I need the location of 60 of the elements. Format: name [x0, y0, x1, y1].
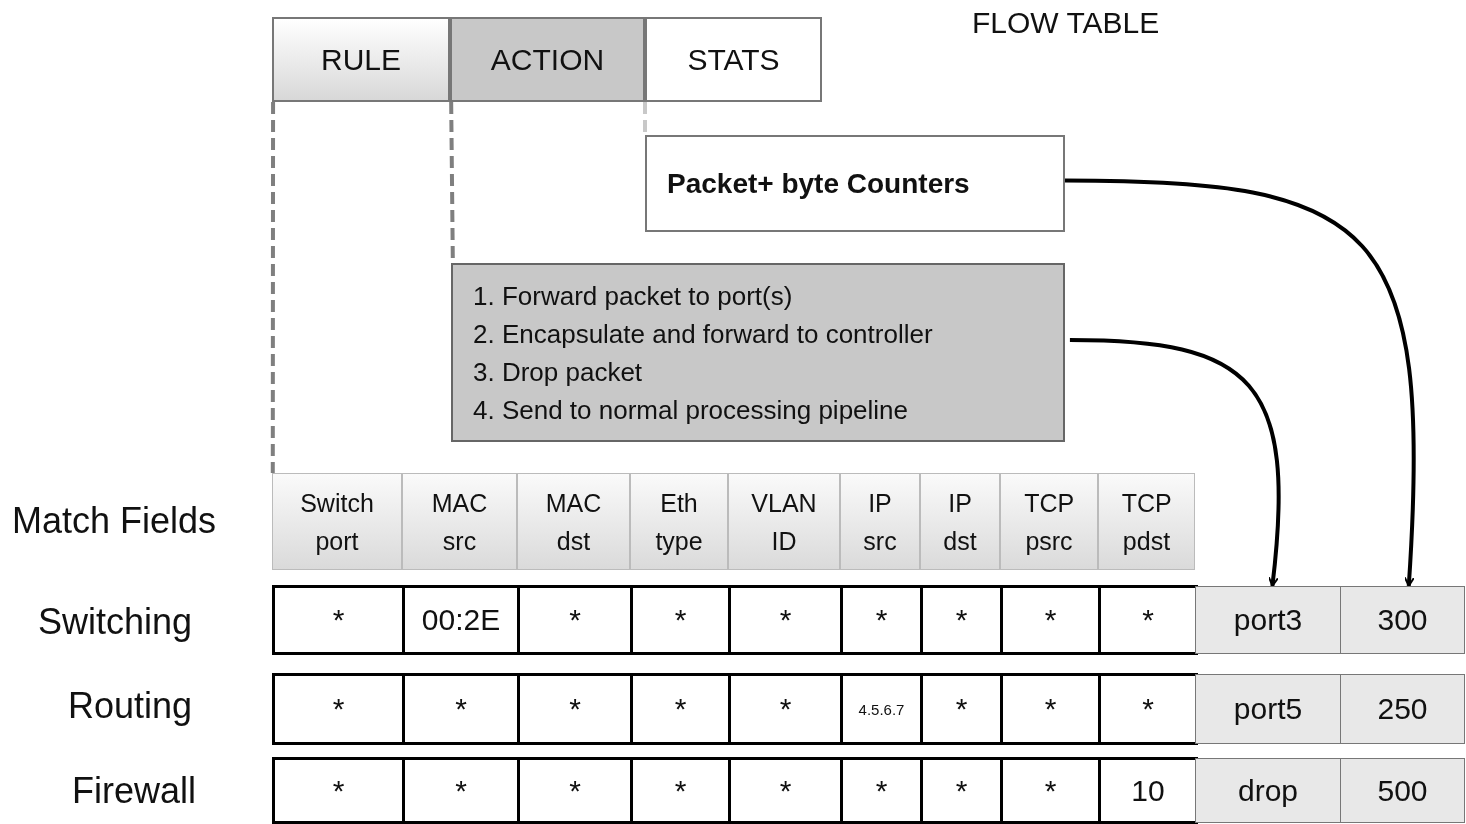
- arrow: [1069, 337, 1281, 587]
- table-cell: *: [920, 673, 1003, 745]
- field-header: TCP pdst: [1098, 473, 1195, 570]
- table-cell: 4.5.6.7: [840, 673, 923, 745]
- field-header: MAC dst: [517, 473, 630, 570]
- table-cell: 500: [1340, 758, 1465, 823]
- list-item: 2. Encapsulate and forward to controller: [473, 317, 933, 351]
- table-cell: *: [272, 585, 405, 655]
- table-cell: port5: [1195, 674, 1341, 744]
- table-cell: 10: [1098, 757, 1198, 824]
- table-cell: 300: [1340, 586, 1465, 654]
- table-cell: *: [840, 585, 923, 655]
- table-cell: *: [840, 757, 923, 824]
- field-header: Eth type: [630, 473, 728, 570]
- table-cell: *: [517, 585, 633, 655]
- table-cell: *: [517, 673, 633, 745]
- table-cell: 250: [1340, 674, 1465, 744]
- field-header: TCP psrc: [1000, 473, 1098, 570]
- table-cell: *: [920, 585, 1003, 655]
- field-header: MAC src: [402, 473, 517, 570]
- table-cell: *: [272, 673, 405, 745]
- column-header: ACTION: [450, 17, 645, 102]
- table-cell: *: [1000, 673, 1101, 745]
- field-header: IP dst: [920, 473, 1000, 570]
- field-header: IP src: [840, 473, 920, 570]
- list-item: 1. Forward packet to port(s): [473, 279, 793, 313]
- field-header: VLAN ID: [728, 473, 840, 570]
- row-label: Firewall: [72, 770, 196, 812]
- row-label: Routing: [68, 685, 193, 727]
- table-cell: *: [1000, 585, 1101, 655]
- table-cell: *: [630, 757, 731, 824]
- table-cell: *: [728, 757, 843, 824]
- table-cell: 00:2E: [402, 585, 520, 655]
- row-heading: Match Fields: [12, 500, 217, 542]
- table-cell: *: [402, 673, 520, 745]
- field-header: Switch port: [272, 473, 402, 570]
- diagram-title: FLOW TABLE: [972, 6, 1160, 40]
- arrow: [1064, 178, 1416, 587]
- table-cell: *: [1098, 585, 1198, 655]
- action-list-panel: [451, 263, 1065, 442]
- table-cell: *: [1000, 757, 1101, 824]
- column-header: STATS: [645, 17, 822, 102]
- table-cell: *: [272, 757, 405, 824]
- table-cell: *: [630, 585, 731, 655]
- list-item: 3. Drop packet: [473, 355, 643, 389]
- dashed-connector: [270, 102, 276, 473]
- table-cell: drop: [1195, 758, 1341, 823]
- counter-panel: Packet+ byte Counters: [645, 135, 1065, 232]
- table-cell: *: [728, 585, 843, 655]
- list-item: 4. Send to normal processing pipeline: [473, 393, 909, 427]
- table-cell: *: [630, 673, 731, 745]
- table-cell: *: [402, 757, 520, 824]
- table-cell: *: [728, 673, 843, 745]
- table-cell: *: [1098, 673, 1198, 745]
- table-cell: *: [517, 757, 633, 824]
- table-cell: *: [920, 757, 1003, 824]
- row-label: Switching: [38, 601, 193, 643]
- column-header: RULE: [272, 17, 450, 102]
- table-cell: port3: [1195, 586, 1341, 654]
- dashed-connector: [643, 102, 647, 135]
